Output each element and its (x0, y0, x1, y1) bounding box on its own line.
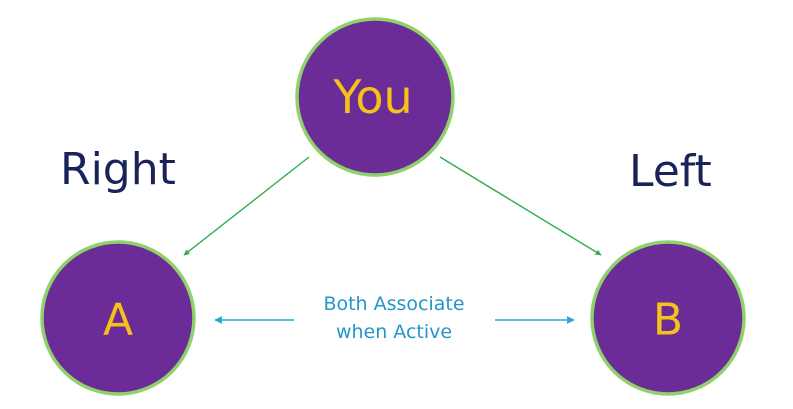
node-a: A (40, 240, 196, 396)
node-a-label: A (103, 295, 133, 346)
arrow-you-to-a (183, 156, 310, 256)
node-you: You (295, 17, 455, 177)
node-b: B (590, 240, 746, 396)
association-label-line1: Both Associate (323, 293, 464, 315)
node-you-circle (295, 17, 455, 177)
node-a-circle (40, 240, 196, 396)
association-label-line2: when Active (336, 321, 452, 343)
node-you-label: You (332, 70, 412, 124)
node-b-label: B (653, 295, 683, 346)
arrow-you-to-b (439, 156, 602, 256)
left-label: Left (629, 146, 712, 197)
node-b-circle (590, 240, 746, 396)
right-label: Right (60, 144, 176, 195)
